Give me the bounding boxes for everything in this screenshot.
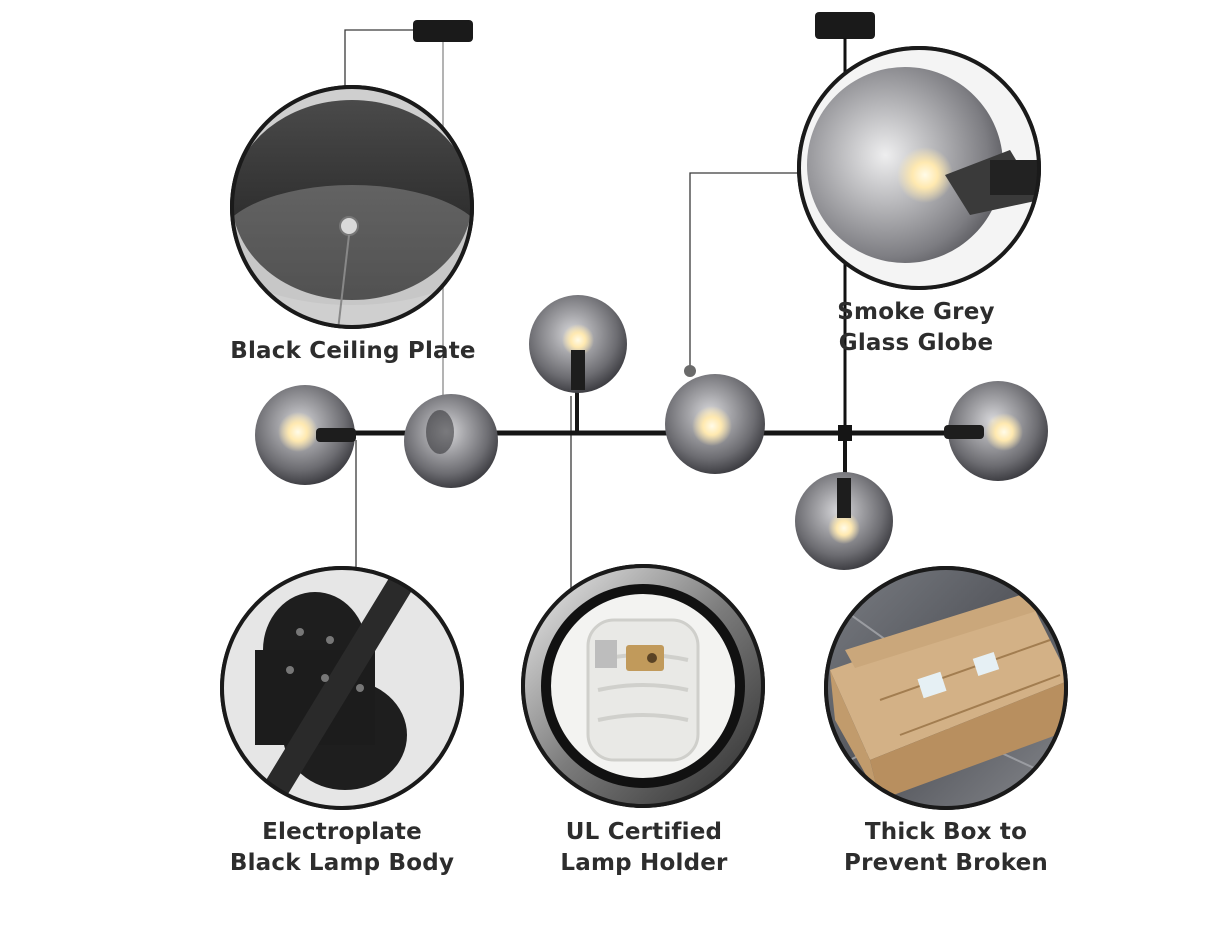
leader-lines [344,29,800,592]
globe-1 [255,385,356,485]
detail-lamp-body [220,566,464,810]
globe-5 [795,472,893,570]
caption-glass-globe-line2: Glass Globe [838,330,994,356]
caption-lamp-holder-line2: Lamp Holder [560,850,728,876]
caption-lamp-holder-line1: UL Certified [565,819,723,845]
caption-lamp-holder: UL Certified Lamp Holder [530,817,758,879]
caption-lamp-body: Electroplate Black Lamp Body [206,817,478,879]
globe-2 [404,394,498,488]
globe-3 [529,295,627,393]
leader-dot [684,365,696,377]
caption-lamp-body-line1: Electroplate [262,819,422,845]
caption-lamp-body-line2: Black Lamp Body [229,850,455,876]
caption-ceiling-plate: Black Ceiling Plate [214,336,492,367]
caption-box: Thick Box to Prevent Broken [826,817,1066,879]
detail-lamp-holder [521,564,765,808]
caption-glass-globe-line1: Smoke Grey [837,299,995,325]
detail-ceiling-plate [230,85,474,329]
globe-6 [944,381,1048,481]
caption-box-line1: Thick Box to [864,819,1028,845]
detail-packaging-box [824,566,1068,810]
caption-ceiling-plate-text: Black Ceiling Plate [230,338,476,364]
caption-box-line2: Prevent Broken [844,850,1048,876]
detail-glass-globe [797,46,1041,290]
globe-4 [665,374,765,474]
caption-glass-globe: Smoke Grey Glass Globe [806,297,1026,359]
